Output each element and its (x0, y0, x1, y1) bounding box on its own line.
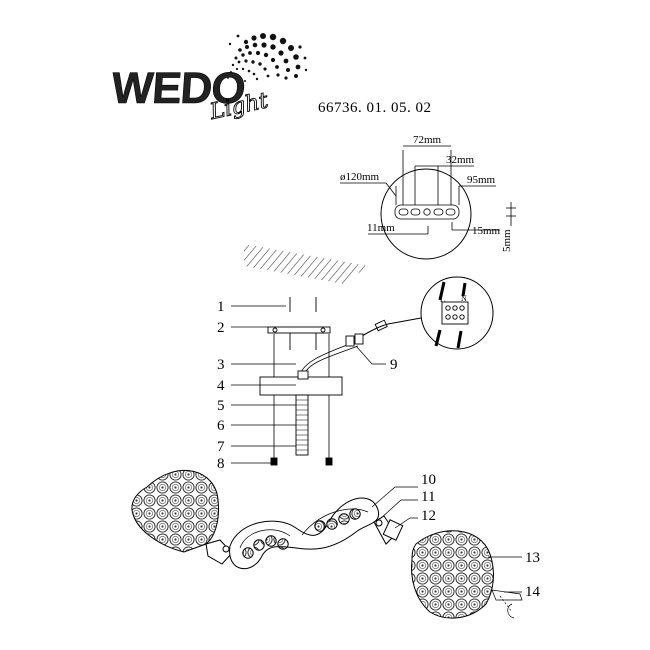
part-number: 11 (421, 489, 435, 505)
arm-crystals (242, 508, 361, 559)
terminal-N-label: N (461, 294, 467, 303)
right-crystal-shade (411, 530, 494, 619)
part-number: 8 (217, 456, 225, 472)
dim-32-label: 32mm (446, 154, 475, 166)
left-crystal-shade (131, 470, 219, 553)
dim-5-label: 5mm (501, 229, 513, 252)
part-number: 13 (525, 550, 540, 566)
part-number: 5 (217, 398, 225, 414)
terminal-L-label: L (440, 295, 445, 304)
mounting-slot (445, 208, 456, 216)
dim-15-label: 15mm (472, 225, 501, 237)
part-number: 12 (421, 508, 436, 524)
part-number: 1 (217, 299, 225, 315)
ceiling-assembly (259, 297, 364, 466)
mounting-bar (394, 204, 460, 220)
dim-95-label: 95mm (467, 174, 496, 186)
part-number: 14 (525, 584, 541, 600)
dim-diameter-label: ø120mm (340, 171, 380, 183)
ceiling (244, 244, 368, 284)
model-number: 66736. 01. 05. 02 (318, 100, 432, 116)
mounting-slot (433, 208, 444, 216)
dim-11-label: 11mm (367, 222, 395, 234)
part-callouts (231, 305, 522, 593)
part-number: 4 (217, 378, 225, 394)
mounting-slot (410, 208, 421, 216)
mounting-plate-circle (380, 168, 472, 260)
part-number: 10 (421, 472, 436, 488)
mounting-slot (398, 208, 409, 216)
part-number: 9 (390, 357, 398, 373)
part-number: 2 (217, 320, 225, 336)
mounting-hole (423, 208, 431, 216)
logo-dot-swirl (227, 33, 308, 82)
part-number: 3 (217, 357, 225, 373)
part-numbers: 1 2 3 4 5 6 7 8 9 10 11 12 13 14 (217, 299, 541, 600)
wiring-detail (361, 276, 494, 350)
terminal-block (441, 301, 469, 325)
light-fixture (131, 470, 523, 619)
part-number: 7 (217, 439, 225, 455)
canopy (259, 376, 343, 396)
terminal-block-circle (420, 276, 494, 350)
logo-brand: WEDO (110, 64, 246, 113)
brand-logo: WEDO Light (110, 33, 308, 126)
part-number: 6 (217, 418, 225, 434)
mounting-plate-detail (340, 145, 516, 260)
dim-72-label: 72mm (413, 134, 442, 146)
plate-dimensions: ø120mm 72mm 32mm 95mm 11mm 15mm 5mm (340, 134, 513, 252)
